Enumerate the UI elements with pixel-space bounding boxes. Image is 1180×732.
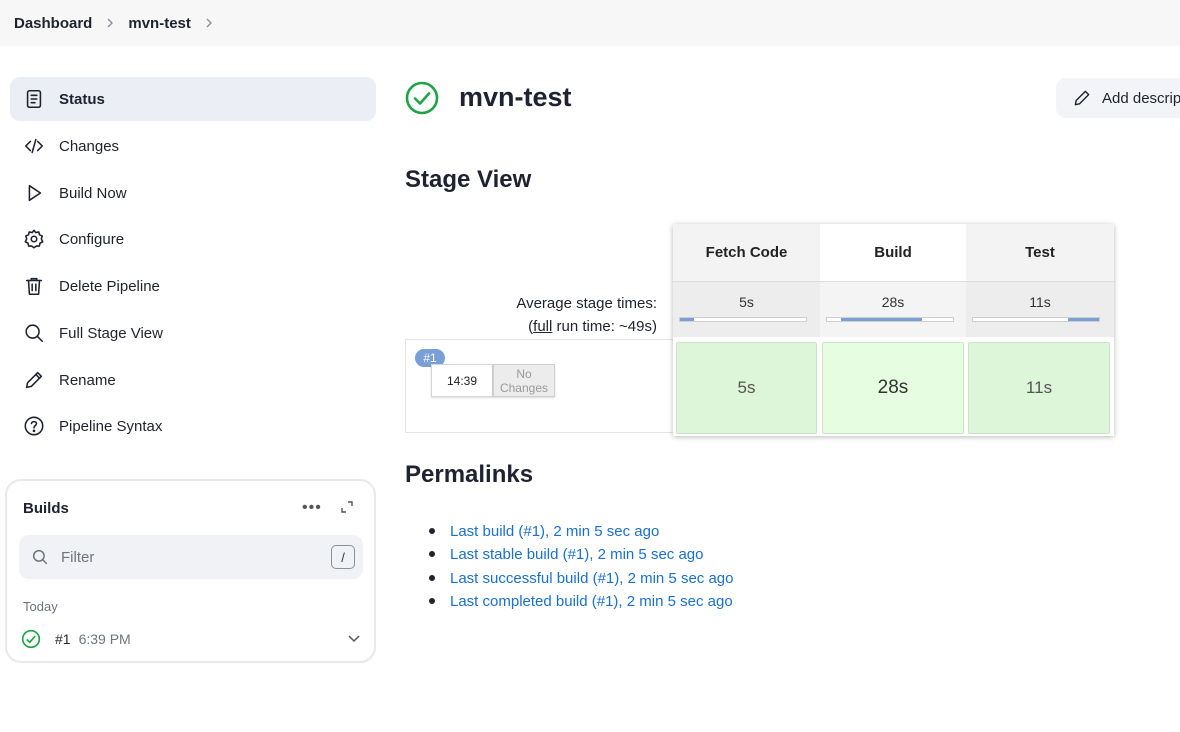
search-icon [32,549,48,565]
stage-cell-test[interactable]: 11s [968,342,1110,434]
build-number[interactable]: #1 [55,631,71,647]
avg-label-line1: Average stage times: [516,295,657,312]
run-row: #1 14:39 No Changes [405,339,673,433]
builds-panel: Builds ••• / Today #1 6:39 PM [5,479,376,663]
document-icon [22,87,46,111]
sidebar-item-label: Rename [59,371,116,389]
full-run-link[interactable]: full [533,318,553,335]
chevron-down-icon[interactable] [347,631,361,645]
run-changes[interactable]: No Changes [493,364,555,397]
page-title: mvn-test [459,82,572,112]
sidebar-item-label: Changes [59,137,120,155]
permalink-last-completed-build[interactable]: Last completed build (#1), 2 min 5 sec a… [429,590,733,613]
stage-avg-fetch-code: 5s [673,281,820,337]
stage-cell-build[interactable]: 28s [822,342,964,434]
stage-avg-bar-fill [841,318,922,321]
pencil-icon [22,368,46,392]
add-description-button[interactable]: Add description [1056,78,1180,118]
permalinks-list: Last build (#1), 2 min 5 sec ago Last st… [429,520,733,613]
permalink-last-build[interactable]: Last build (#1), 2 min 5 sec ago [429,520,733,543]
sidebar-item-rename[interactable]: Rename [10,358,376,402]
builds-filter[interactable]: / [19,535,363,579]
trash-icon [22,274,46,298]
more-icon[interactable]: ••• [302,499,322,516]
chevron-right-icon[interactable] [203,17,215,29]
permalink-last-stable-build[interactable]: Last stable build (#1), 2 min 5 sec ago [429,543,733,566]
sidebar-item-label: Configure [59,230,125,248]
build-time: 6:39 PM [78,631,131,647]
play-icon [22,181,46,205]
sidebar-item-full-stage-view[interactable]: Full Stage View [10,311,376,355]
build-group-label: Today [23,599,58,614]
stage-cell-fetch-code[interactable]: 5s [676,342,817,434]
add-description-label: Add description [1102,89,1180,107]
stage-avg-build: 28s [820,281,966,337]
permalink-last-successful-build[interactable]: Last successful build (#1), 2 min 5 sec … [429,567,733,590]
breadcrumb: Dashboard mvn-test [0,0,1180,46]
sidebar-item-label: Status [59,90,105,108]
sidebar-item-label: Build Now [59,184,127,202]
run-time: 14:39 [431,364,493,397]
chevron-right-icon[interactable] [104,17,116,29]
stage-table: Fetch Code Build Test 5s 28s 11s 5s 28s … [673,224,1114,436]
stage-avg-value: 28s [881,294,905,310]
search-icon [22,321,46,345]
help-icon [22,414,46,438]
stage-header-build: Build [820,224,966,281]
build-entry[interactable]: #1 6:39 PM [21,626,361,652]
sidebar-item-changes[interactable]: Changes [10,124,376,168]
stage-view-title: Stage View [405,166,532,193]
run-badge[interactable]: #1 [415,349,445,367]
filter-input[interactable] [61,548,311,566]
stage-header-test: Test [966,224,1114,281]
sidebar-item-status[interactable]: Status [10,77,376,121]
shortcut-key: / [331,545,355,569]
avg-label-line2: run time: ~49s) [552,318,657,335]
pencil-icon [1074,90,1090,106]
permalinks-title: Permalinks [405,461,534,488]
stage-avg-test: 11s [966,281,1114,337]
stage-avg-bar-fill [1067,318,1099,321]
sidebar-item-label: Delete Pipeline [59,277,160,295]
code-icon [22,134,46,158]
stage-avg-bar-fill [680,318,695,321]
sidebar-item-build-now[interactable]: Build Now [10,171,376,215]
breadcrumb-mvn-test[interactable]: mvn-test [128,14,191,32]
success-check-icon [405,81,439,115]
stage-avg-bar [679,317,807,322]
success-check-icon [21,629,41,649]
expand-icon[interactable] [339,499,355,515]
sidebar-item-delete-pipeline[interactable]: Delete Pipeline [10,264,376,308]
stage-avg-bar [826,317,954,322]
stage-avg-value: 5s [739,294,754,310]
stage-avg-value: 11s [1029,294,1051,310]
stage-avg-bar [972,317,1100,322]
average-stage-times-label: Average stage times: (full run time: ~49… [440,292,657,338]
sidebar-item-configure[interactable]: Configure [10,217,376,261]
avg-label-paren: ( [528,318,534,335]
stage-header-fetch-code: Fetch Code [673,224,820,281]
sidebar-item-label: Full Stage View [59,324,163,342]
sidebar-item-pipeline-syntax[interactable]: Pipeline Syntax [10,404,376,448]
gear-icon [22,227,46,251]
sidebar-item-label: Pipeline Syntax [59,417,163,435]
builds-title: Builds [23,500,69,517]
breadcrumb-dashboard[interactable]: Dashboard [14,14,93,32]
